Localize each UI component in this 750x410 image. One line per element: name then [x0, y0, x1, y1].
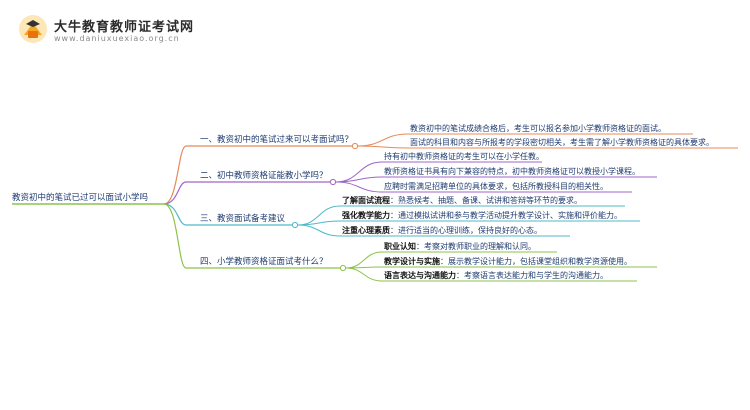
leaf-keyword: 注重心理素质: [342, 225, 390, 235]
branch-node-dot: [351, 142, 359, 150]
leaf-text: 强化教学能力：通过模拟试讲和参与教学活动提升教学设计、实施和评价能力。: [342, 210, 622, 220]
root-topic: 教资初中的笔试已过可以面试小学吗: [12, 192, 148, 203]
branch-label: 三、教资面试备考建议: [200, 213, 286, 224]
leaf-text: 语言表达与沟通能力：考察语言表达能力和与学生的沟通能力。: [384, 270, 608, 280]
site-logo-icon: [19, 15, 47, 43]
branch-label: 二、初中教师资格证能教小学吗？: [200, 170, 328, 181]
leaf-detail: ：通过模拟试讲和参与教学活动提升教学设计、实施和评价能力。: [390, 210, 622, 220]
site-url: www.daniuxuexiao.org.cn: [54, 34, 180, 43]
leaf-detail: ：考察对教师职业的理解和认同。: [416, 241, 536, 251]
leaf-text: 注重心理素质：进行适当的心理训练，保持良好的心态。: [342, 225, 542, 235]
branch-label: 四、小学教师资格证面试考什么？: [200, 256, 328, 267]
leaf-detail: 面试的科目和内容与所报考的学段密切相关，考生需了解小学教师资格证的具体要求。: [410, 137, 714, 147]
leaf-detail: 教师资格证书具有向下兼容的特点，初中教师资格证可以教授小学课程。: [384, 166, 640, 176]
leaf-connector: [297, 220, 341, 226]
leaf-connector: [335, 181, 383, 193]
leaf-text: 职业认知：考察对教师职业的理解和认同。: [384, 241, 536, 251]
leaf-detail: ：考察语言表达能力和与学生的沟通能力。: [456, 270, 608, 280]
leaf-connector: [297, 224, 341, 237]
leaf-text: 面试的科目和内容与所报考的学段密切相关，考生需了解小学教师资格证的具体要求。: [410, 137, 714, 147]
leaf-text: 教资初中的笔试成绩合格后，考生可以报名参加小学教师资格证的面试。: [410, 123, 666, 133]
leaf-text: 应聘时需满足招聘单位的具体要求，包括所教授科目的相关性。: [384, 181, 608, 191]
leaf-connector: [345, 251, 383, 269]
branch-label: 一、教资初中的笔试过来可以考面试吗？: [200, 134, 353, 145]
leaf-detail: 持有初中教师资格证的考生可以在小学任教。: [384, 151, 544, 161]
leaf-detail: ：熟悉候考、抽题、备课、试讲和答辩等环节的要求。: [390, 195, 582, 205]
leaf-detail: ：进行适当的心理训练，保持良好的心态。: [390, 225, 542, 235]
leaf-text: 教学设计与实施：展示教学设计能力，包括课堂组织和教学资源使用。: [383, 256, 632, 266]
leaf-detail: ：展示教学设计能力，包括课堂组织和教学资源使用。: [440, 256, 632, 266]
leaf-keyword: 强化教学能力: [342, 210, 390, 220]
branch-node-dot: [291, 221, 299, 229]
branch-node-dot: [339, 264, 347, 272]
site-name: 大牛教育教师证考试网: [54, 20, 195, 35]
branch-connector: [163, 203, 187, 269]
branch-node-dot: [329, 178, 337, 186]
leaf-keyword: 职业认知: [384, 241, 416, 251]
leaf-keyword: 教学设计与实施: [383, 256, 440, 266]
branch-connector: [163, 145, 187, 205]
leaf-text: 持有初中教师资格证的考生可以在小学任教。: [384, 151, 544, 161]
branch-1: 一、教资初中的笔试过来可以考面试吗？ 教资初中的笔试成绩合格后，考生可以报名参加小…: [163, 123, 738, 205]
leaf-text: 了解面试流程：熟悉候考、抽题、备课、试讲和答辩等环节的要求。: [342, 195, 582, 205]
leaf-detail: 应聘时需满足招聘单位的具体要求，包括所教授科目的相关性。: [384, 181, 608, 191]
branch-3: 三、教资面试备考建议 了解面试流程：熟悉候考、抽题、备课、试讲和答辩等环节的要求。…: [163, 195, 640, 237]
branch-4: 四、小学教师资格证面试考什么？职业认知：考察对教师职业的理解和认同。教学设计与实…: [163, 203, 657, 282]
leaf-connector: [357, 133, 409, 147]
leaf-keyword: 了解面试流程: [342, 195, 390, 205]
branch-connector: [163, 181, 187, 205]
branch-2: 二、初中教师资格证能教小学吗？ 持有初中教师资格证的考生可以在小学任教。教师资格证…: [163, 151, 657, 205]
leaf-detail: 教资初中的笔试成绩合格后，考生可以报名参加小学教师资格证的面试。: [410, 123, 666, 133]
leaf-connector: [357, 145, 409, 149]
leaf-connector: [297, 205, 341, 226]
leaf-text: 教师资格证书具有向下兼容的特点，初中教师资格证可以教授小学课程。: [384, 166, 640, 176]
leaf-connector: [345, 267, 383, 282]
leaf-keyword: 语言表达与沟通能力: [384, 270, 456, 280]
